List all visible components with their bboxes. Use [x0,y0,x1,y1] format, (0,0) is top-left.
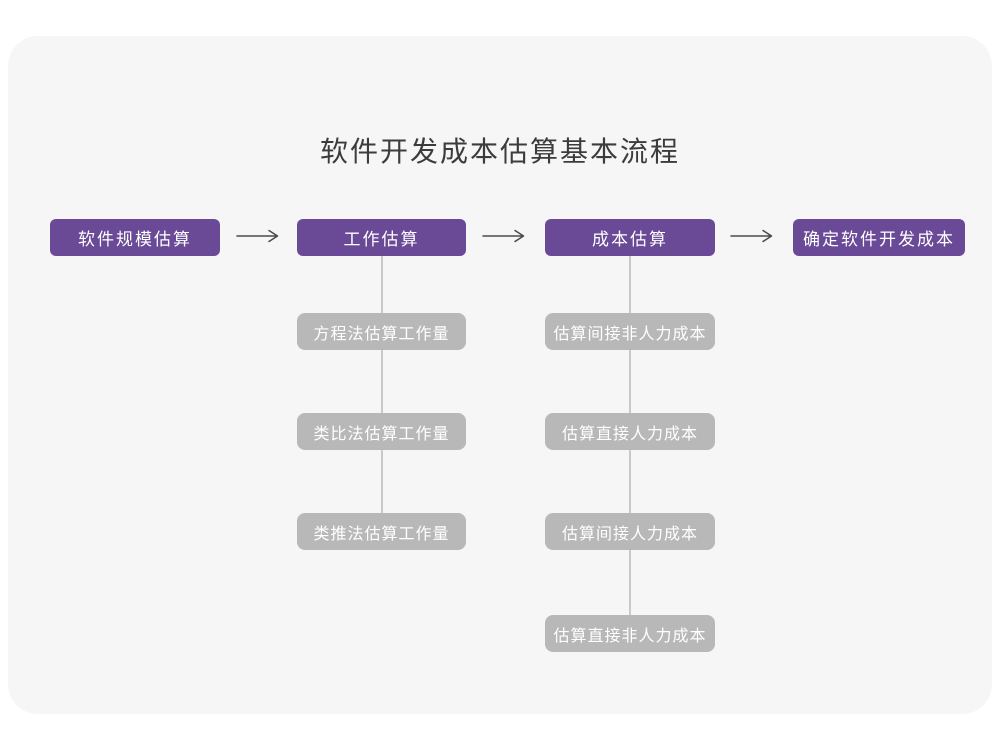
right-arrow-icon [730,229,773,243]
node-analogy-method-workload: 类比法估算工作量 [297,413,466,450]
node-determine-development-cost: 确定软件开发成本 [793,219,965,256]
diagram-title: 软件开发成本估算基本流程 [319,136,680,167]
right-arrow-stroke [482,229,525,243]
diagram-canvas: 软件开发成本估算基本流程 软件规模估算 工作估算 成本估算 确定软件开发成本 方… [8,36,992,714]
node-equation-method-workload: 方程法估算工作量 [297,313,466,350]
node-indirect-labor-cost: 估算间接人力成本 [545,513,715,550]
right-arrow-stroke [236,229,279,243]
node-cost-estimation: 成本估算 [545,219,715,256]
node-work-estimation: 工作估算 [297,219,466,256]
node-indirect-non-labor-cost: 估算间接非人力成本 [545,313,715,350]
node-direct-labor-cost: 估算直接人力成本 [545,413,715,450]
right-arrow-icon [482,229,525,243]
node-extrapolation-method-workload: 类推法估算工作量 [297,513,466,550]
right-arrow-icon [236,229,279,243]
node-direct-non-labor-cost: 估算直接非人力成本 [545,615,715,652]
right-arrow-stroke [730,229,773,243]
connector-line-work-estimation [381,255,383,515]
node-software-scale-estimation: 软件规模估算 [50,219,220,256]
